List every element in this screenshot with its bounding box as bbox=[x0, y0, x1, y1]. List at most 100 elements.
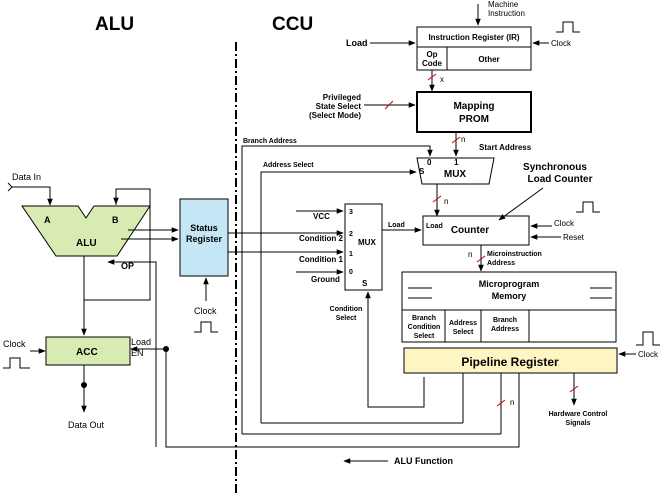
micro-address-label-1: Microinstruction bbox=[487, 251, 542, 258]
cond-mux-in0: 0 bbox=[349, 269, 353, 276]
ir-opcode-label-1: Op bbox=[426, 50, 437, 59]
ir-load-label: Load bbox=[346, 38, 368, 48]
counter-load-label: Load bbox=[426, 223, 443, 230]
ir-clock-pulse-icon bbox=[556, 21, 580, 33]
sync-counter-label-1: Synchronous bbox=[523, 162, 587, 173]
acc-clock-pulse-icon bbox=[3, 357, 30, 369]
branch-address-label: Branch Address bbox=[243, 138, 297, 145]
alu-function-label: ALU Function bbox=[394, 456, 453, 466]
condition1-label: Condition 1 bbox=[299, 255, 344, 264]
mapping-prom-label-2: PROM bbox=[459, 114, 489, 125]
micro-address-bus-width: n bbox=[468, 250, 472, 259]
ground-label: Ground bbox=[311, 275, 340, 284]
condition-select-wire bbox=[365, 291, 425, 408]
micro-address-bus-marker bbox=[476, 255, 486, 263]
address-mux bbox=[416, 157, 495, 185]
cond-mux-in3: 3 bbox=[349, 209, 353, 216]
privileged-bus-marker bbox=[384, 100, 394, 110]
acc-register bbox=[45, 336, 131, 366]
field-branch-cond-1: Branch bbox=[412, 315, 436, 322]
op-wire bbox=[107, 259, 157, 447]
address-mux-in1: 1 bbox=[454, 158, 459, 167]
condition-select-label-1: Condition bbox=[330, 306, 363, 313]
acc-en-label: EN bbox=[131, 348, 144, 358]
condition-select-label-2: Select bbox=[336, 315, 357, 322]
memory-label-2: Memory bbox=[492, 291, 527, 301]
alu-function-wire bbox=[165, 349, 520, 448]
cond-mux-label: MUX bbox=[358, 238, 376, 247]
ir-opcode-label-2: Code bbox=[422, 59, 443, 68]
ir-title: Instruction Register (IR) bbox=[428, 33, 519, 42]
mux-to-counter-bus-marker bbox=[432, 195, 442, 203]
machine-instruction-label-2: Instruction bbox=[488, 9, 525, 18]
microinstruction-fields bbox=[401, 309, 617, 343]
hardware-control-bus-marker bbox=[569, 385, 579, 393]
address-select-label: Address Select bbox=[263, 162, 314, 169]
vcc-label: VCC bbox=[313, 212, 330, 221]
branch-feedback-bus-marker bbox=[496, 399, 506, 407]
data-in-wire bbox=[12, 186, 53, 206]
ccu-heading: CCU bbox=[272, 14, 313, 35]
status-clock-pulse-icon bbox=[194, 321, 218, 333]
branch-feedback-bus-width: n bbox=[510, 398, 514, 407]
status-register bbox=[179, 198, 229, 277]
address-select-wire bbox=[260, 169, 417, 423]
mapping-prom bbox=[416, 91, 532, 133]
pipeline-clock-pulse-icon bbox=[636, 331, 660, 346]
machine-instruction-label-1: Machine bbox=[488, 0, 519, 9]
cond-mux-in2: 2 bbox=[349, 231, 353, 238]
counter-load-wire-label: Load bbox=[388, 222, 405, 229]
status-label-1: Status bbox=[190, 223, 218, 233]
counter-label: Counter bbox=[451, 225, 489, 236]
privileged-label-1: Privileged bbox=[323, 93, 361, 102]
alu-block bbox=[21, 205, 151, 257]
acc-label: ACC bbox=[76, 347, 98, 358]
mapping-prom-label-1: Mapping bbox=[453, 101, 494, 112]
sync-counter-pointer bbox=[498, 187, 544, 221]
condition2-label: Condition 2 bbox=[299, 234, 344, 243]
cond-mux-sel: S bbox=[362, 279, 368, 288]
start-address-bus-marker bbox=[451, 136, 461, 144]
data-in-connector-icon bbox=[7, 182, 13, 192]
hardware-control-label-2: Signals bbox=[566, 420, 591, 427]
counter-clock-label: Clock bbox=[554, 219, 575, 228]
data-in-label: Data In bbox=[12, 172, 41, 182]
cond-mux-in1: 1 bbox=[349, 251, 353, 258]
instruction-register bbox=[416, 26, 532, 71]
acc-load-label: Load bbox=[131, 337, 151, 347]
start-address-label: Start Address bbox=[479, 143, 532, 152]
field-address-select-2: Select bbox=[453, 329, 474, 336]
counter-block bbox=[422, 215, 530, 246]
privileged-label-3: (Select Mode) bbox=[309, 111, 361, 120]
pipeline-register bbox=[403, 347, 618, 374]
privileged-label-2: State Select bbox=[316, 102, 362, 111]
opcode-bus-width: x bbox=[440, 75, 444, 84]
alu-label: ALU bbox=[76, 238, 97, 249]
alu-port-a: A bbox=[44, 215, 51, 225]
field-branch-address-1: Branch bbox=[493, 317, 517, 324]
pipeline-clock-label: Clock bbox=[638, 350, 659, 359]
alu-port-b: B bbox=[112, 215, 119, 225]
acc-clock-label: Clock bbox=[3, 339, 26, 349]
mux-to-counter-bus-width: n bbox=[444, 197, 448, 206]
condition-mux bbox=[344, 203, 383, 291]
memory-label-1: Microprogram bbox=[479, 279, 540, 289]
field-address-select-1: Address bbox=[449, 320, 477, 327]
sync-counter-label-2: Load Counter bbox=[528, 174, 593, 185]
counter-reset-label: Reset bbox=[563, 233, 585, 242]
status-clock-label: Clock bbox=[194, 306, 217, 316]
status-label-2: Register bbox=[186, 234, 223, 244]
alu-heading: ALU bbox=[95, 14, 134, 35]
start-address-bus-width: n bbox=[461, 135, 465, 144]
field-branch-address-2: Address bbox=[491, 326, 519, 333]
ir-clock-label: Clock bbox=[551, 39, 572, 48]
pipeline-register-label: Pipeline Register bbox=[461, 355, 559, 369]
field-branch-cond-2: Condition bbox=[408, 324, 441, 331]
ir-other-label: Other bbox=[478, 55, 499, 64]
field-branch-cond-3: Select bbox=[414, 333, 435, 340]
counter-clock-pulse-icon bbox=[576, 201, 600, 213]
acc-out-junction bbox=[81, 382, 87, 388]
address-mux-sel: S bbox=[419, 167, 425, 176]
